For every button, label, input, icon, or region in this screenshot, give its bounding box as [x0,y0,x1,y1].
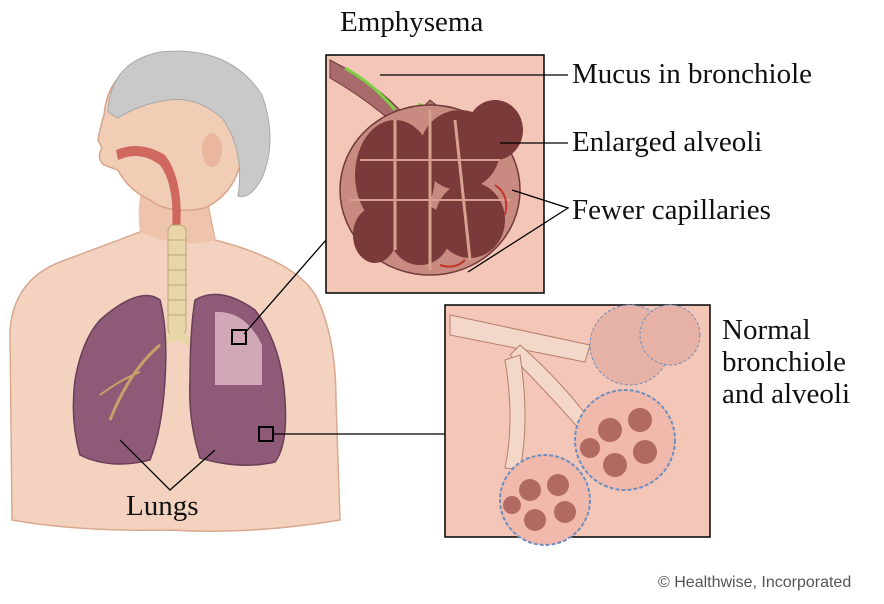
label-normal-line2: bronchiole [722,348,846,377]
diagram-title: Emphysema [340,8,483,37]
copyright-credit: © Healthwise, Incorporated [658,574,851,592]
label-normal-line1: Normal [722,316,811,345]
label-lungs: Lungs [126,492,199,521]
normal-panel [445,305,710,545]
label-fewer-capillaries: Fewer capillaries [572,196,771,225]
label-mucus-in-bronchiole: Mucus in bronchiole [572,60,812,89]
label-enlarged-alveoli: Enlarged alveoli [572,128,762,157]
emphysema-panel [326,55,544,293]
label-normal-line3: and alveoli [722,380,850,409]
ear [202,133,222,167]
